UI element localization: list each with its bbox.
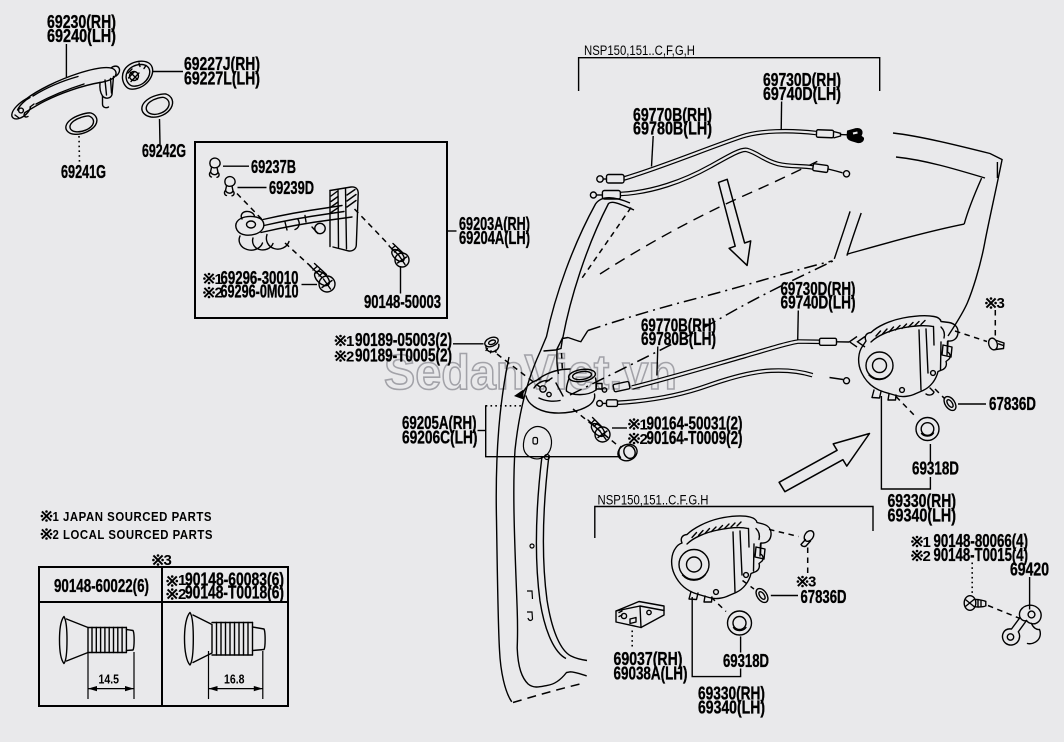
svg-text:90189-T0005(2): 90189-T0005(2) bbox=[355, 345, 452, 366]
svg-text:69206C(LH): 69206C(LH) bbox=[402, 427, 478, 448]
svg-text:NSP150,151..C.F.G.H: NSP150,151..C.F.G.H bbox=[598, 493, 709, 508]
svg-text:69230(RH): 69230(RH) bbox=[47, 11, 116, 32]
svg-text:2: 2 bbox=[640, 431, 648, 448]
svg-text:2: 2 bbox=[215, 285, 223, 302]
svg-text:69242G: 69242G bbox=[142, 140, 186, 161]
svg-text:90148-60022(6): 90148-60022(6) bbox=[54, 575, 149, 596]
svg-text:90148-T0015(4): 90148-T0015(4) bbox=[934, 544, 1029, 565]
svg-text:90164-50031(2): 90164-50031(2) bbox=[647, 413, 743, 434]
svg-text:69420: 69420 bbox=[1010, 559, 1049, 580]
svg-text:69237B: 69237B bbox=[251, 156, 296, 177]
svg-text:69730D(RH): 69730D(RH) bbox=[763, 69, 841, 90]
svg-text:69227J(RH): 69227J(RH) bbox=[184, 53, 260, 74]
svg-text:69330(RH): 69330(RH) bbox=[888, 490, 957, 511]
svg-text:1 JAPAN SOURCED PARTS: 1 JAPAN SOURCED PARTS bbox=[53, 509, 213, 524]
svg-text:69340(LH): 69340(LH) bbox=[888, 505, 957, 526]
svg-text:3: 3 bbox=[808, 574, 816, 591]
svg-text:69770B(RH): 69770B(RH) bbox=[641, 315, 716, 336]
svg-text:90189-05003(2): 90189-05003(2) bbox=[355, 329, 452, 350]
svg-text:69770B(RH): 69770B(RH) bbox=[633, 104, 712, 125]
svg-text:69318D: 69318D bbox=[723, 650, 769, 671]
svg-text:14.5: 14.5 bbox=[99, 672, 120, 687]
svg-text:69340(LH): 69340(LH) bbox=[698, 697, 765, 718]
svg-text:90148-50003: 90148-50003 bbox=[364, 291, 441, 312]
svg-text:69780B(LH): 69780B(LH) bbox=[633, 118, 712, 139]
svg-text:69241G: 69241G bbox=[61, 161, 106, 182]
svg-text:69296-30010: 69296-30010 bbox=[221, 267, 299, 288]
svg-text:1: 1 bbox=[178, 572, 186, 589]
svg-text:69203A(RH): 69203A(RH) bbox=[459, 213, 530, 234]
svg-text:2 LOCAL SOURCED PARTS: 2 LOCAL SOURCED PARTS bbox=[53, 527, 214, 542]
svg-text:NSP150,151..C,F,G,H: NSP150,151..C,F,G,H bbox=[584, 43, 695, 58]
svg-text:69204A(LH): 69204A(LH) bbox=[459, 227, 530, 248]
svg-text:69037(RH): 69037(RH) bbox=[614, 648, 683, 669]
svg-text:69227L(LH): 69227L(LH) bbox=[184, 68, 260, 89]
svg-text:69038A(LH): 69038A(LH) bbox=[614, 663, 688, 684]
svg-text:69740D(LH): 69740D(LH) bbox=[781, 292, 856, 313]
svg-text:1: 1 bbox=[640, 417, 648, 434]
svg-text:3: 3 bbox=[164, 552, 172, 569]
svg-text:69780B(LH): 69780B(LH) bbox=[641, 328, 716, 349]
svg-text:90148-T0018(6): 90148-T0018(6) bbox=[185, 582, 284, 603]
svg-text:SedanViet.vn: SedanViet.vn bbox=[384, 346, 677, 400]
svg-text:2: 2 bbox=[923, 548, 931, 565]
svg-text:1: 1 bbox=[923, 534, 931, 551]
svg-text:69740D(LH): 69740D(LH) bbox=[763, 83, 841, 104]
svg-text:90164-T0009(2): 90164-T0009(2) bbox=[647, 427, 743, 448]
svg-text:2: 2 bbox=[346, 349, 354, 366]
svg-text:16.8: 16.8 bbox=[224, 672, 245, 687]
svg-text:69730D(RH): 69730D(RH) bbox=[781, 278, 856, 299]
svg-text:67836D: 67836D bbox=[801, 586, 847, 607]
svg-text:69330(RH): 69330(RH) bbox=[698, 683, 765, 704]
svg-text:90148-80066(4): 90148-80066(4) bbox=[934, 530, 1029, 551]
svg-text:2: 2 bbox=[178, 586, 186, 603]
svg-text:69318D: 69318D bbox=[912, 458, 959, 479]
svg-text:3: 3 bbox=[997, 295, 1005, 312]
svg-text:90148-60083(6): 90148-60083(6) bbox=[185, 569, 284, 590]
svg-text:69240(LH): 69240(LH) bbox=[47, 25, 116, 46]
svg-text:69239D: 69239D bbox=[269, 177, 314, 198]
svg-text:1: 1 bbox=[346, 333, 354, 350]
svg-text:69205A(RH): 69205A(RH) bbox=[402, 412, 477, 433]
svg-text:69296-0M010: 69296-0M010 bbox=[221, 281, 299, 302]
svg-text:1: 1 bbox=[215, 271, 223, 288]
svg-text:67836D: 67836D bbox=[989, 393, 1036, 414]
